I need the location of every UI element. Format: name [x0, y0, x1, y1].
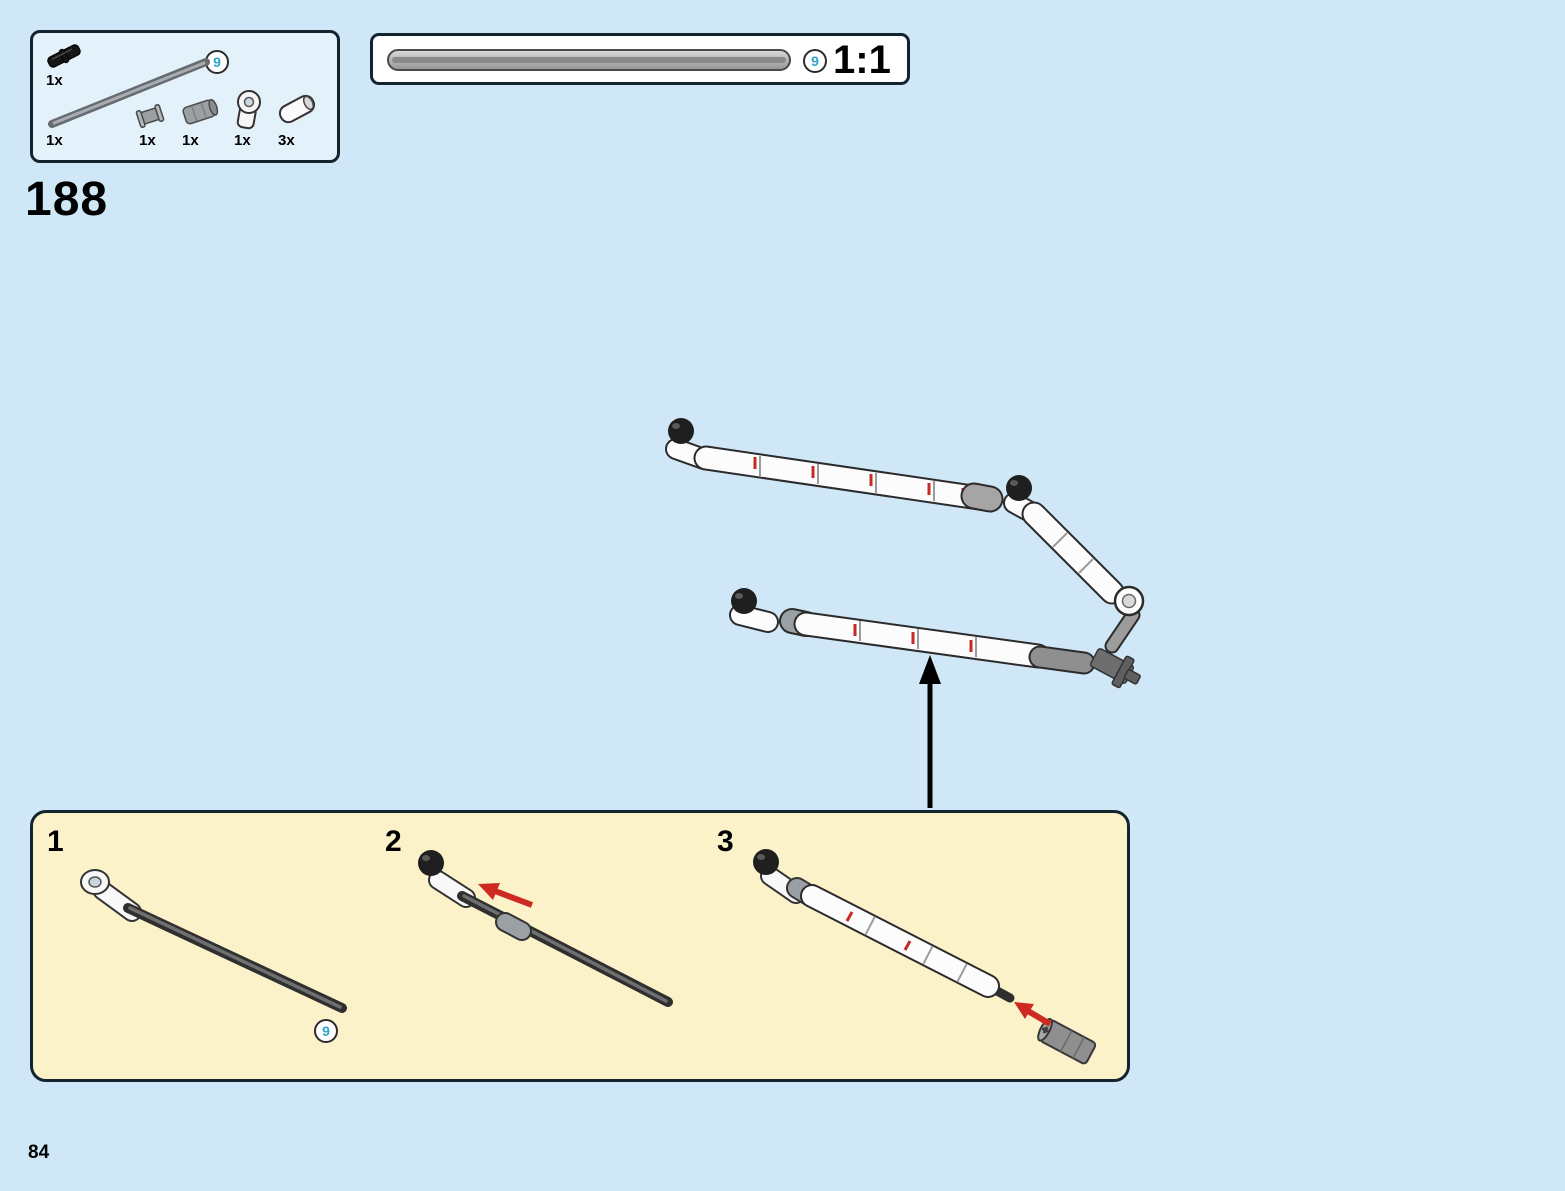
substep1-callout-badge: 9 [314, 1019, 338, 1043]
parts-box-callout-number: 9 [213, 54, 221, 70]
substep-3-number: 3 [717, 825, 734, 858]
part-count-tube: 3x [278, 132, 295, 149]
scale-box: 9 1:1 [370, 33, 910, 85]
pointer-arrow-up [919, 655, 941, 808]
parts-box-callout-badge: 9 [205, 50, 229, 74]
part-count-pin: 1x [46, 72, 63, 89]
upper-arm [665, 438, 1145, 654]
scale-axle-image [387, 49, 791, 71]
main-assembly-illustration [665, 418, 1145, 689]
substep1-callout-number: 9 [322, 1023, 330, 1039]
scale-axle-core [392, 57, 786, 63]
substep-2-number: 2 [385, 825, 402, 858]
substep-1-number: 1 [47, 825, 64, 858]
part-count-bush: 1x [139, 132, 156, 149]
lower-arm [729, 604, 1141, 689]
page-number: 84 [28, 1142, 50, 1163]
ball-joints [668, 418, 1032, 614]
scale-ratio-label: 1:1 [833, 38, 891, 82]
scale-callout-badge: 9 [803, 49, 827, 73]
part-count-axle: 1x [46, 132, 63, 149]
part-count-socket-connector: 1x [234, 132, 251, 149]
part-count-axle-connector: 1x [182, 132, 199, 149]
parts-box: 1x 1x 1x 1x 1x 3x 9 [30, 30, 340, 163]
substeps-panel: 1 2 3 9 [30, 810, 1130, 1082]
scale-callout-number: 9 [811, 53, 819, 69]
step-number: 188 [25, 173, 109, 226]
